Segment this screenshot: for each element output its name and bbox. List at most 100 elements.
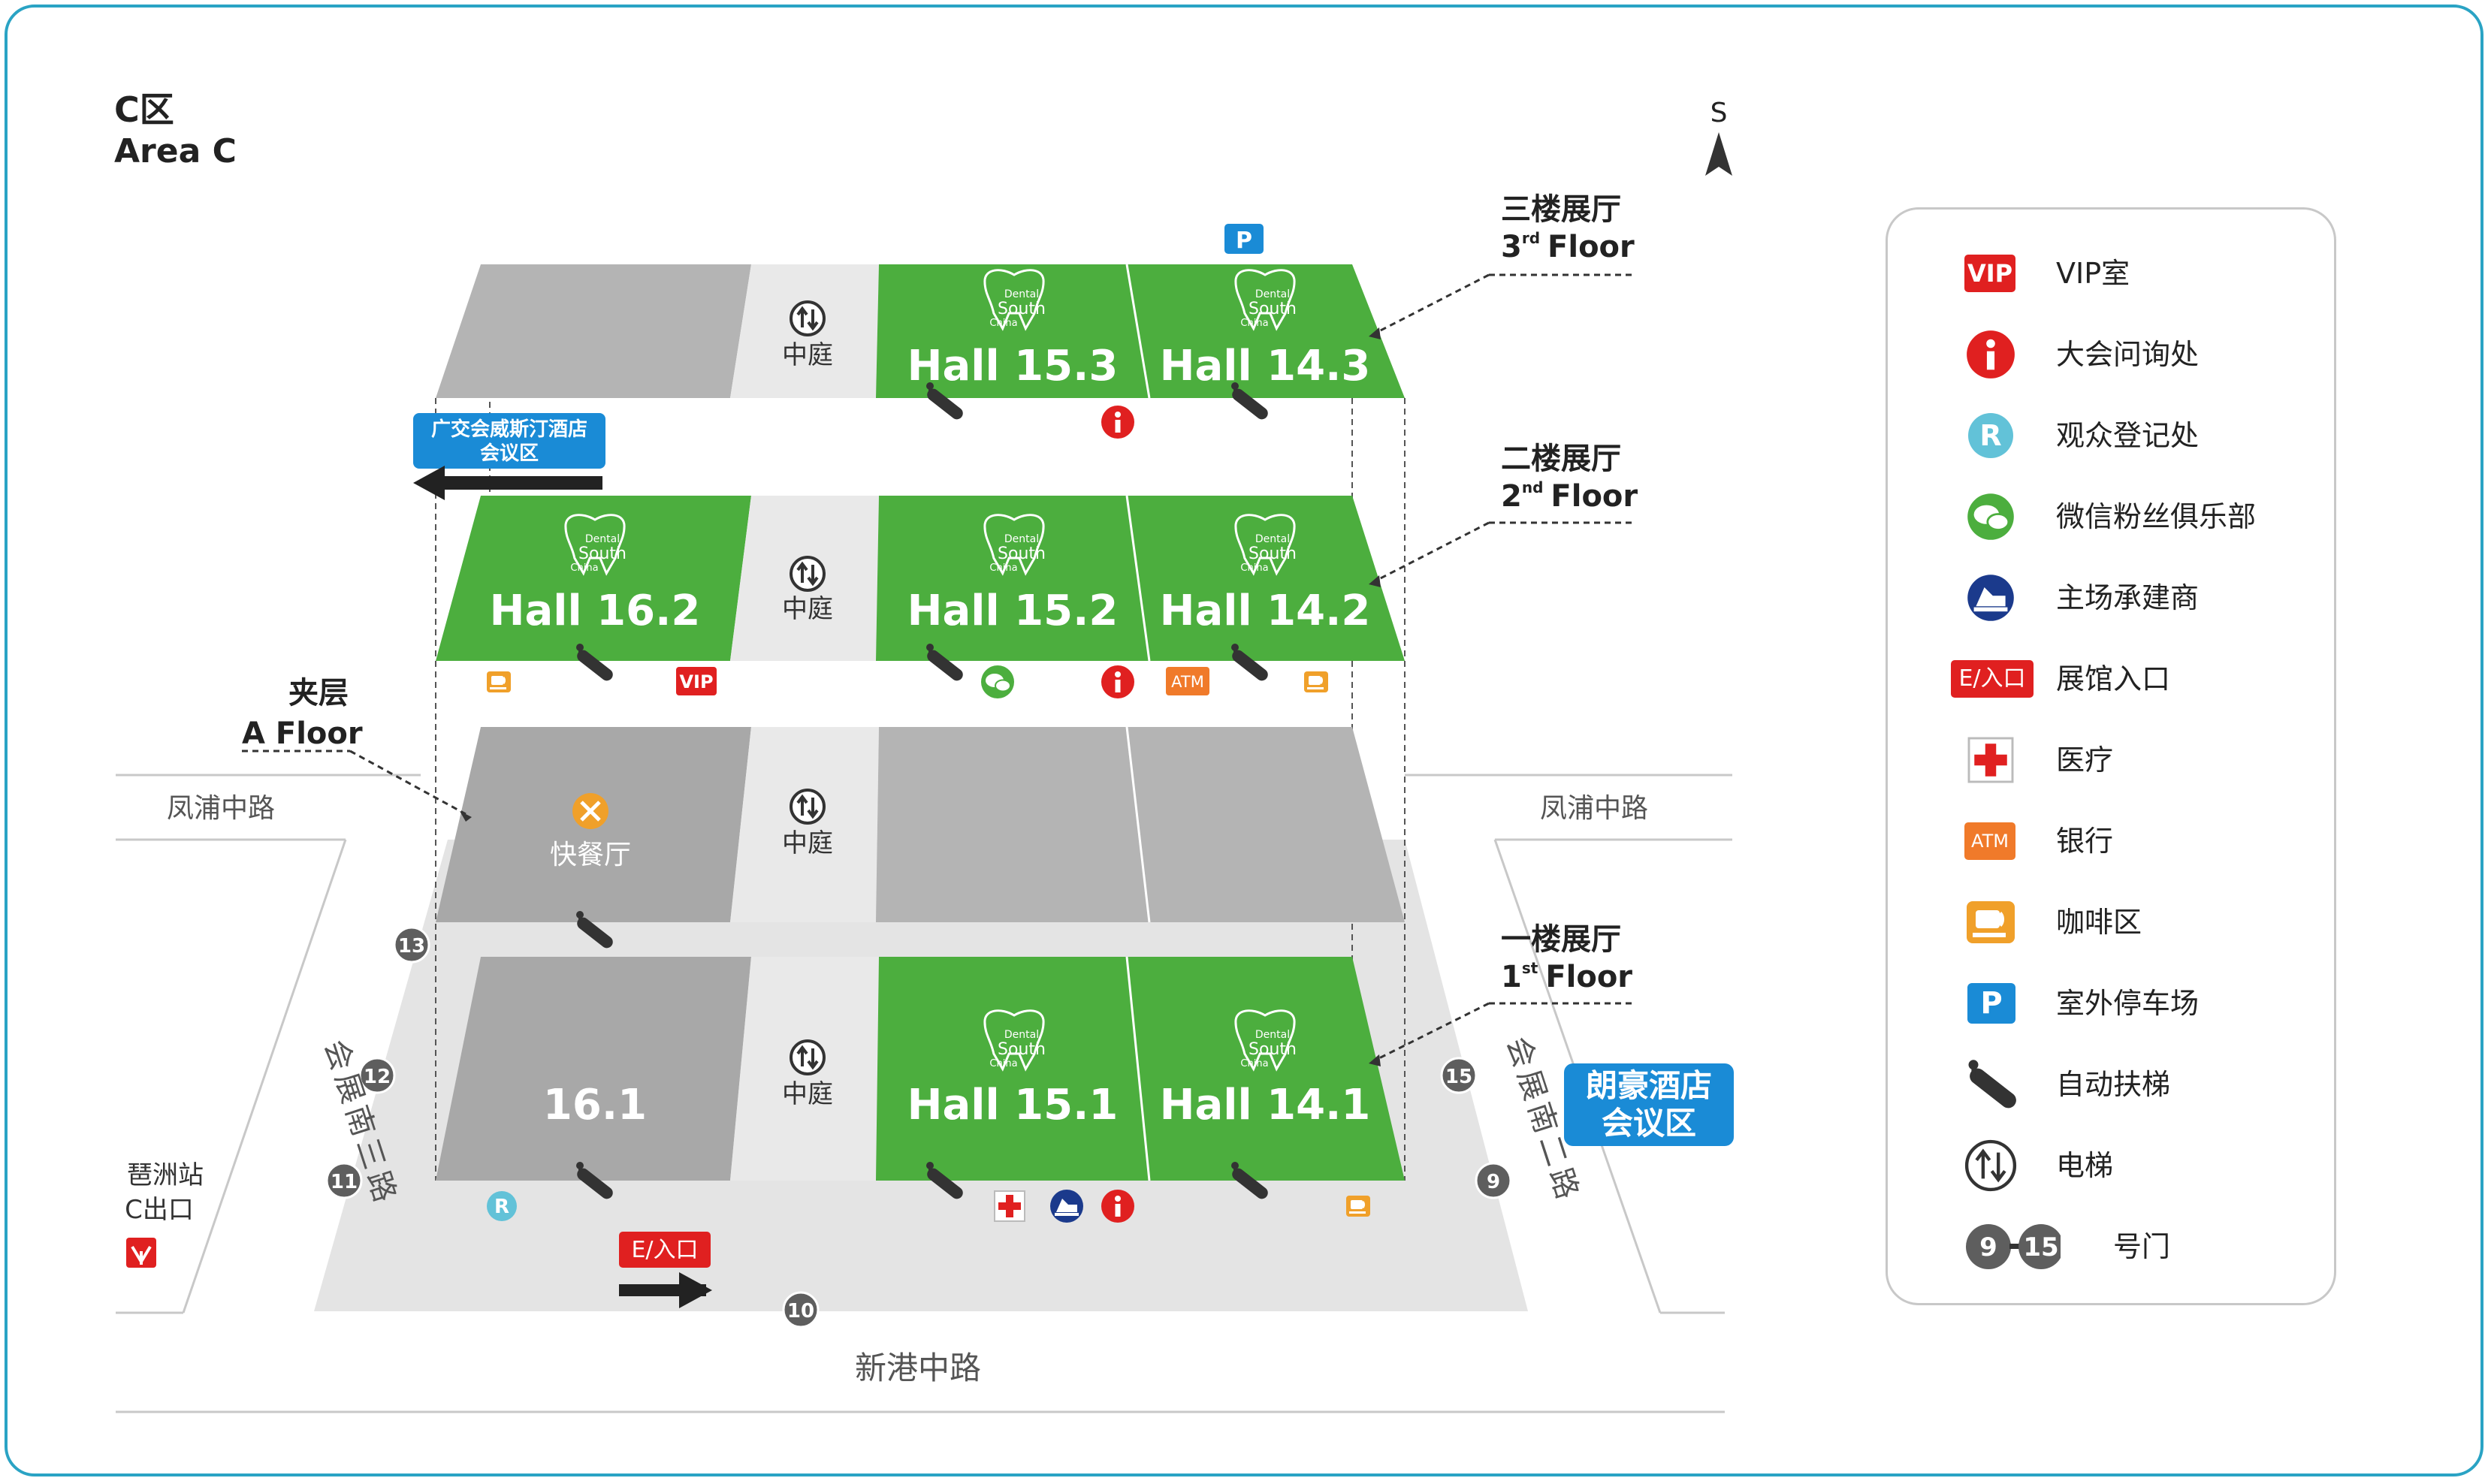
legend-label: 微信粉丝俱乐部 xyxy=(2056,500,2257,533)
floor1-num: 1 xyxy=(1501,960,1522,994)
elevator-icon xyxy=(1964,1139,2017,1192)
coffee-icon[interactable] xyxy=(485,670,512,694)
atm-icon[interactable] xyxy=(1166,667,1209,695)
hall-14-2-label[interactable]: Hall 14.2 xyxy=(1160,587,1371,635)
contractor-icon[interactable] xyxy=(1050,1190,1083,1223)
hall-15-2-label[interactable]: Hall 15.2 xyxy=(907,587,1119,635)
legend-label: 医疗 xyxy=(2056,744,2114,777)
compass-label: S xyxy=(1710,98,1728,128)
langham-hotel-badge[interactable] xyxy=(1564,1063,1734,1146)
svg-text:R: R xyxy=(1979,419,2001,452)
legend-row-wechat: 微信粉丝俱乐部 xyxy=(1888,490,2334,543)
logo-text: South xyxy=(998,544,1046,563)
parking-label: P xyxy=(1236,228,1252,254)
logo-text: Dental xyxy=(1004,1029,1039,1041)
gates-icon: 9 15 xyxy=(1963,1220,2064,1273)
floor2-num: 2 xyxy=(1501,479,1522,514)
coffee-icon[interactable] xyxy=(1345,1194,1372,1218)
atrium-label: 中庭 xyxy=(782,1079,833,1109)
parking-icon: P xyxy=(1964,977,2017,1030)
atrium-label: 中庭 xyxy=(782,594,833,624)
atm-icon: ATM xyxy=(1964,815,2017,867)
svg-text:15: 15 xyxy=(2023,1232,2058,1262)
vip-label: VIP xyxy=(679,671,713,692)
logo-text: China xyxy=(570,563,598,574)
floor3-num: 3 xyxy=(1501,230,1522,264)
logo-text: South xyxy=(1249,1040,1297,1059)
logo-text: Dental xyxy=(1004,288,1039,300)
floor2-sup: nd xyxy=(1522,478,1544,496)
gate-11-label: 11 xyxy=(331,1171,358,1193)
legend-label: 展馆入口 xyxy=(2056,662,2171,695)
floor3-gray-block xyxy=(436,264,751,398)
fast-food-label: 快餐厅 xyxy=(550,840,631,870)
legend-row-coffee: 咖啡区 xyxy=(1888,896,2334,949)
floor1-sup: st xyxy=(1522,959,1538,977)
legend-label: 自动扶梯 xyxy=(2056,1068,2171,1101)
westin-hotel-badge[interactable] xyxy=(413,413,605,469)
atrium-label: 中庭 xyxy=(782,828,833,858)
logo-text: Dental xyxy=(1255,533,1290,545)
hall-14-3-label[interactable]: Hall 14.3 xyxy=(1160,342,1371,391)
svg-text:9: 9 xyxy=(1979,1232,1997,1262)
parking-icon[interactable] xyxy=(1224,224,1264,254)
logo-text: China xyxy=(989,1058,1017,1069)
gate-13-label: 13 xyxy=(398,935,425,958)
mezz-cn-label: 夹层 xyxy=(288,676,349,710)
registration-icon: R xyxy=(1964,409,2017,462)
logo-text: Dental xyxy=(1004,533,1039,545)
entrance-label: E/入口 xyxy=(631,1237,698,1263)
floor3-sup: rd xyxy=(1522,229,1540,247)
hall-15-1-label[interactable]: Hall 15.1 xyxy=(907,1081,1119,1130)
westin-hotel-name: 广交会威斯汀酒店 xyxy=(431,418,587,441)
road-xingang: 新港中路 xyxy=(855,1350,981,1386)
compass-arrow-icon xyxy=(1705,132,1732,176)
floor3-cn-label: 三楼展厅 xyxy=(1501,192,1621,227)
wechat-icon[interactable] xyxy=(980,665,1015,699)
hall-15-3-label[interactable]: Hall 15.3 xyxy=(907,342,1119,391)
floor1-word: Floor xyxy=(1545,960,1632,994)
coffee-icon[interactable] xyxy=(1303,670,1330,694)
legend-row-medical: 医疗 xyxy=(1888,734,2334,786)
medical-icon xyxy=(1964,734,2017,786)
hall-16-1-label[interactable]: 16.1 xyxy=(543,1081,647,1130)
metro-exit-name: C出口 xyxy=(125,1195,194,1225)
vip-icon: VIP xyxy=(1964,247,2017,300)
legend-label: 主场承建商 xyxy=(2056,581,2200,614)
contractor-icon xyxy=(1964,572,2017,624)
atm-label: ATM xyxy=(1171,673,1204,691)
westin-direction-arrow xyxy=(440,476,602,490)
hall-16-2-label[interactable]: Hall 16.2 xyxy=(490,587,701,635)
legend-panel: VIP VIP室 大会问询处 R 观众登记处 微信粉丝俱乐部 主场承建商 E/入… xyxy=(1886,207,2336,1305)
metro-station-name: 琶洲站 xyxy=(127,1160,204,1190)
hall-14-1-label[interactable]: Hall 14.1 xyxy=(1160,1081,1371,1130)
atrium-label: 中庭 xyxy=(782,340,833,370)
elevator-icon xyxy=(790,1039,826,1075)
info-icon[interactable] xyxy=(1101,1190,1134,1223)
legend-label: 大会问询处 xyxy=(2056,338,2200,371)
legend-row-entrance: E/入口 展馆入口 xyxy=(1888,653,2334,705)
road-fengpu-left: 凤浦中路 xyxy=(167,793,275,824)
legend-label: 咖啡区 xyxy=(2056,906,2142,939)
registration-icon[interactable] xyxy=(487,1191,517,1221)
entrance-badge[interactable] xyxy=(619,1232,711,1268)
logo-text: South xyxy=(998,1040,1046,1059)
medical-icon[interactable] xyxy=(994,1190,1025,1222)
legend-row-vip: VIP VIP室 xyxy=(1888,247,2334,300)
logo-text: South xyxy=(578,544,627,563)
langham-hotel-sub: 会议区 xyxy=(1602,1105,1696,1142)
logo-text: South xyxy=(998,300,1046,318)
legend-row-escalator: 自动扶梯 xyxy=(1888,1058,2334,1111)
legend-label: 室外停车场 xyxy=(2056,987,2200,1020)
info-icon[interactable] xyxy=(1101,665,1134,698)
logo-text: Dental xyxy=(1255,1029,1290,1041)
elevator-icon xyxy=(790,300,826,336)
legend-row-atm: ATM 银行 xyxy=(1888,815,2334,867)
gate-15-label: 15 xyxy=(1445,1066,1472,1088)
info-icon[interactable] xyxy=(1101,406,1134,439)
area-cn-label: C区 xyxy=(114,89,174,130)
vip-icon[interactable] xyxy=(676,667,717,695)
